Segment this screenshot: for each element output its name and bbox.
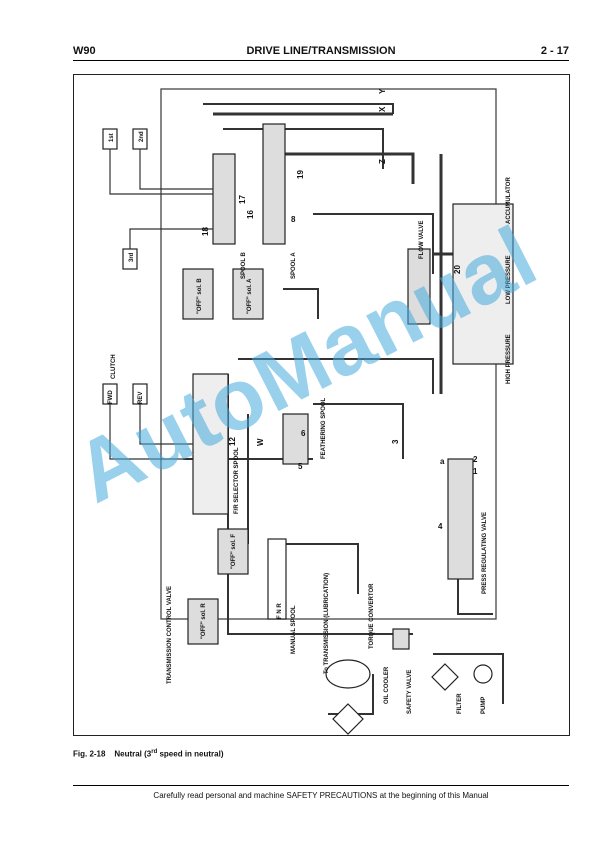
manual-spool-body: [267, 538, 287, 620]
label-filter: FILTER: [457, 693, 463, 714]
section-title: DRIVE LINE/TRANSMISSION: [246, 45, 396, 57]
page-number: 2 - 17: [540, 45, 569, 57]
label-manual-spool: MANUAL SPOOL: [291, 605, 297, 654]
label-spool-b: SPOOL B: [241, 251, 247, 279]
callout-17: 17: [238, 195, 247, 204]
sol-r-body: [187, 598, 219, 645]
pipe: [278, 543, 359, 594]
header-rule: [73, 60, 569, 61]
label-low-pressure: LOW PRESSURE: [506, 255, 512, 304]
label-fwd: FWD: [108, 390, 114, 404]
page-header: W90 DRIVE LINE/TRANSMISSION 2 - 17: [73, 45, 569, 59]
spool-a-body: [262, 123, 286, 245]
figure-title-after: speed in neutral): [157, 749, 224, 759]
sol-f-body: [217, 528, 249, 575]
callout-3: 3: [391, 439, 400, 444]
label-spool-a: SPOOL A: [291, 252, 297, 279]
callout-20: 20: [453, 265, 462, 274]
label-transmission-control-valve: TRANSMISSION CONTROL VALVE: [167, 586, 173, 684]
pipe: [129, 228, 213, 249]
label-oil-cooler: OIL COOLER: [384, 666, 390, 704]
callout-19: 19: [296, 170, 305, 179]
flow-valve-body: [407, 248, 431, 325]
model-name: W90: [73, 45, 96, 57]
hydraulic-schematic: SPOOL B SPOOL A FLOW VALVE ACCUMULATOR L…: [102, 88, 514, 735]
label-rev: REV: [138, 392, 144, 404]
callout-5: 5: [298, 462, 303, 471]
accumulator-body: [452, 203, 514, 365]
figure-caption: Fig. 2-18 Neutral (3rd speed in neutral): [73, 749, 223, 759]
callout-4: 4: [438, 522, 443, 531]
label-accumulator: ACCUMULATOR: [506, 177, 512, 224]
label-port-x: X: [378, 106, 387, 112]
safety-valve-body: [392, 628, 410, 650]
callout-18: 18: [201, 227, 210, 236]
pipe: [238, 358, 434, 394]
label-feathering-spool: FEATHERING SPOOL: [321, 397, 327, 459]
sol-b-body: [182, 268, 214, 320]
sol-a-body: [232, 268, 264, 320]
pipe: [139, 404, 193, 445]
pipe: [433, 653, 504, 704]
label-high-pressure: HIGH PRESSURE: [506, 334, 512, 384]
feathering-spool-body: [282, 413, 309, 465]
press-regulating-valve-body: [447, 458, 474, 580]
label-port-w: W: [256, 438, 265, 446]
pipe: [223, 128, 384, 169]
figure-title-sup: rd: [151, 749, 158, 755]
label-sol-b: "OFF" sol. B: [197, 278, 203, 314]
callout-8: 8: [291, 215, 296, 224]
label-torque-converter: TORQUE CONVERTOR: [369, 583, 375, 649]
pump-body: [473, 664, 493, 684]
callout-6: 6: [301, 429, 306, 438]
diagram-labels: SPOOL B SPOOL A FLOW VALVE ACCUMULATOR L…: [108, 88, 512, 714]
label-3rd: 3rd: [129, 252, 135, 262]
pipe: [203, 103, 394, 114]
callout-2: 2: [473, 455, 478, 464]
label-flow-valve: FLOW VALVE: [419, 221, 425, 259]
pipe: [139, 149, 213, 190]
callout-12: 12: [228, 437, 237, 446]
control-valve-boundary: [160, 88, 497, 620]
pipe: [313, 403, 404, 459]
footer-note: Carefully read personal and machine SAFE…: [153, 791, 489, 800]
label-sol-f: "OFF" sol. F: [231, 534, 237, 569]
figure-title-before: Neutral (3: [114, 749, 152, 759]
label-pump: PUMP: [481, 697, 487, 714]
label-port-y: Y: [378, 88, 387, 94]
label-to-transmission: To TRANSMISSION (LUBRICATION): [324, 573, 330, 674]
label-fnr: F N R: [277, 603, 283, 619]
figure-frame: [73, 74, 570, 736]
label-1st: 1st: [109, 133, 115, 142]
fr-selector-spool-body: [192, 373, 229, 515]
oil-cooler-body: [332, 703, 364, 735]
pipe: [283, 288, 319, 319]
label-2nd: 2nd: [139, 131, 145, 142]
pipe: [273, 152, 415, 184]
label-fr-selector-spool: F/R SELECTOR SPOOL: [234, 447, 240, 514]
footer-rule: [73, 785, 569, 786]
spool-b-body: [212, 153, 236, 245]
callout-16: 16: [246, 210, 255, 219]
callout-a: a: [440, 457, 445, 466]
label-press-regulating-valve: PRESS REGULATING VALVE: [482, 512, 488, 594]
pipe: [109, 404, 193, 460]
label-sol-r: "OFF" sol. R: [201, 603, 207, 639]
label-port-z: Z: [378, 159, 387, 164]
label-sol-a: "OFF" sol. A: [247, 278, 253, 314]
figure-number: Fig. 2-18: [73, 749, 106, 759]
pipe: [109, 149, 213, 195]
filter-body: [431, 663, 459, 691]
label-safety-valve: SAFETY VALVE: [407, 670, 413, 714]
label-clutch: CLUTCH: [111, 354, 117, 379]
callout-1: 1: [473, 467, 478, 476]
torque-converter-body: [325, 659, 371, 689]
